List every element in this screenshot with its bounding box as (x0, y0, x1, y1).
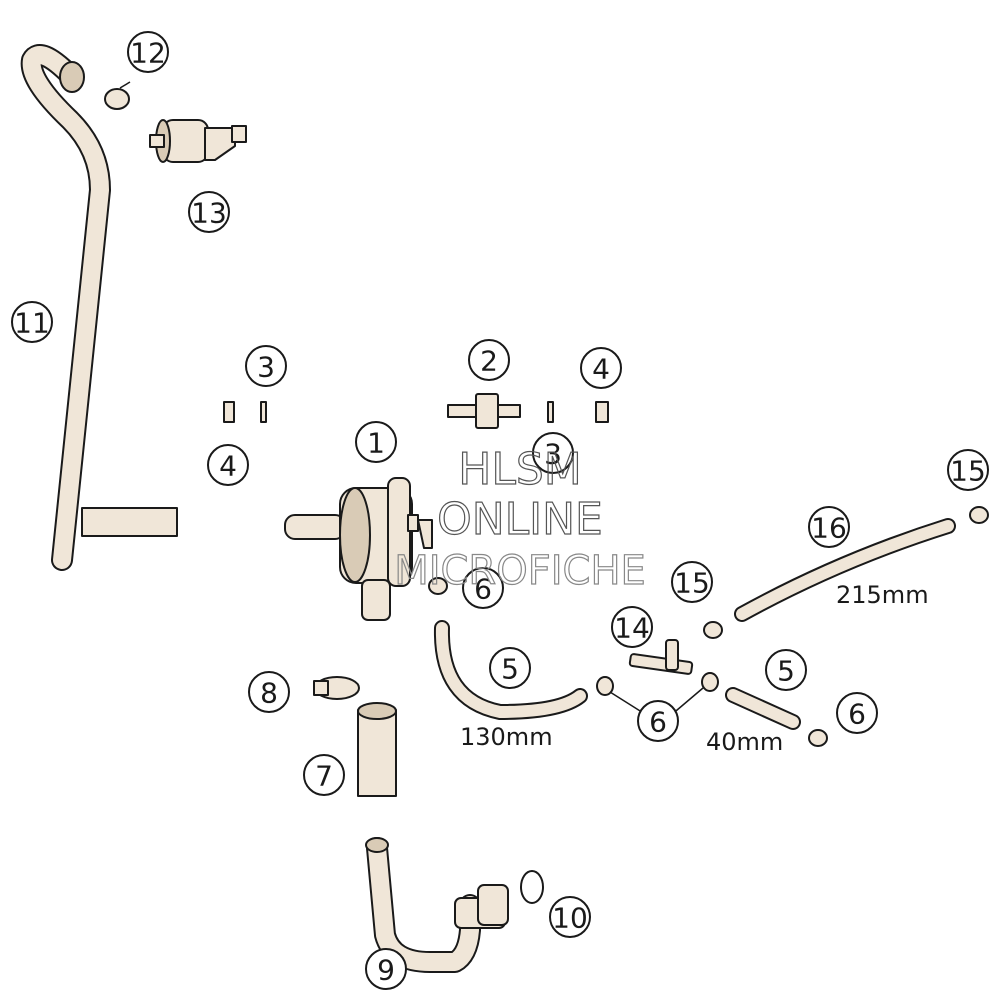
callout-6-c: 6 (836, 692, 878, 734)
callout-10: 10 (549, 896, 591, 938)
svg-text:9: 9 (377, 954, 395, 987)
part-16-hose-215mm (734, 518, 956, 622)
part-5-hose-40mm (725, 687, 801, 730)
callout-16: 16 (808, 506, 850, 548)
watermark: HLSM ONLINE MICROFICHE (394, 443, 647, 594)
callout-4-left: 4 (207, 444, 249, 486)
dimension-215mm: 215mm (836, 581, 929, 609)
svg-text:10: 10 (552, 902, 588, 935)
callout-2: 2 (468, 339, 510, 381)
svg-text:ONLINE: ONLINE (437, 494, 603, 545)
part-12-clamp (104, 81, 131, 110)
part-1-valve (284, 477, 433, 621)
svg-text:4: 4 (592, 353, 610, 386)
part-10-o-ring (520, 870, 544, 904)
part-13-fitting (149, 119, 247, 163)
part-6-clamp-b (596, 676, 614, 696)
svg-text:MICROFICHE: MICROFICHE (394, 548, 646, 594)
callout-9: 9 (365, 948, 407, 990)
dimension-130mm: 130mm (460, 723, 553, 751)
part-5-hose-130mm (433, 620, 588, 721)
svg-text:3: 3 (544, 438, 562, 471)
callout-3-left: 3 (245, 345, 287, 387)
callout-15-a: 15 (671, 561, 713, 603)
part-3-washer-right (547, 401, 554, 423)
callout-6-a: 6 (462, 567, 504, 609)
part-7-sleeve (357, 702, 397, 797)
part-11-tube (20, 44, 178, 571)
svg-text:15: 15 (950, 455, 986, 488)
callout-3-right: 3 (532, 432, 574, 474)
callout-5-b: 5 (765, 649, 807, 691)
callout-14: 14 (611, 606, 653, 648)
dimension-40mm: 40mm (706, 728, 783, 756)
svg-text:12: 12 (130, 37, 166, 70)
part-6-clamp-a (428, 577, 448, 595)
svg-text:7: 7 (315, 760, 333, 793)
part-4-nut-right (595, 401, 609, 423)
svg-text:3: 3 (257, 351, 275, 384)
svg-text:1: 1 (367, 427, 385, 460)
part-14-t-fitting (628, 639, 694, 675)
svg-text:14: 14 (614, 612, 650, 645)
part-4-nut-left (223, 401, 235, 423)
svg-text:15: 15 (674, 567, 710, 600)
svg-text:2: 2 (480, 345, 498, 378)
callout-1: 1 (355, 421, 397, 463)
svg-text:5: 5 (501, 653, 519, 686)
part-15-clamp-a (703, 621, 723, 639)
svg-text:6: 6 (848, 698, 866, 731)
svg-text:8: 8 (260, 677, 278, 710)
svg-text:5: 5 (777, 655, 795, 688)
callout-11: 11 (11, 301, 53, 343)
svg-text:11: 11 (14, 307, 50, 340)
callout-7: 7 (303, 754, 345, 796)
svg-text:4: 4 (219, 450, 237, 483)
part-15-clamp-b (969, 506, 989, 524)
part-9-pipe (365, 837, 509, 973)
callout-4-right: 4 (580, 347, 622, 389)
callout-15-b: 15 (947, 449, 989, 491)
svg-text:16: 16 (811, 512, 847, 545)
part-3-washer-left (260, 401, 267, 423)
part-6-clamp-d (808, 729, 828, 747)
callout-12: 12 (127, 31, 169, 73)
svg-text:6: 6 (474, 573, 492, 606)
callout-13: 13 (188, 191, 230, 233)
part-6-clamp-c (701, 672, 719, 692)
svg-text:6: 6 (649, 706, 667, 739)
callout-8: 8 (248, 671, 290, 713)
callout-6-b: 6 (637, 700, 679, 742)
svg-text:HLSM: HLSM (458, 444, 582, 495)
svg-text:13: 13 (191, 197, 227, 230)
part-2-stud (447, 393, 521, 429)
callout-5-a: 5 (489, 647, 531, 689)
part-8-clamp (313, 676, 360, 700)
